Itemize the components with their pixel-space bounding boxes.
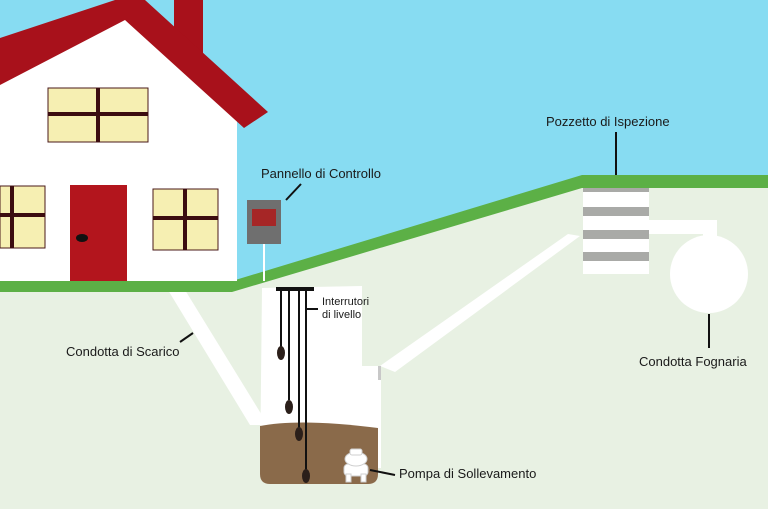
switch-bar — [276, 287, 314, 291]
leader-lift-pump — [369, 469, 396, 476]
label-discharge-pipe: Condotta di Scarico — [66, 344, 180, 359]
house — [0, 0, 268, 281]
well-band — [583, 207, 649, 216]
control-panel — [247, 200, 281, 244]
roof — [0, 0, 268, 128]
rising-pipe — [380, 234, 580, 372]
lift-pump — [343, 448, 369, 483]
sewer-pipe-section — [670, 235, 748, 313]
window — [152, 188, 219, 251]
window — [47, 87, 149, 143]
switch-float — [285, 400, 293, 414]
door-knob — [76, 234, 88, 242]
door — [70, 185, 127, 281]
label-lift-pump: Pompa di Sollevamento — [399, 466, 537, 481]
sewer-link-pipe — [645, 220, 717, 234]
well-band — [583, 230, 649, 239]
label-sewer-pipe: Condotta Fognaria — [639, 354, 747, 369]
well-band — [583, 252, 649, 261]
level-switches — [276, 287, 314, 483]
switch-float — [277, 346, 285, 360]
grass-line — [0, 175, 768, 292]
label-control-panel: Pannello di Controllo — [261, 166, 381, 181]
inspection-well — [583, 182, 649, 274]
label-inspection-well: Pozzetto di Ispezione — [546, 114, 670, 129]
label-level-switches-line1: Interrutori — [322, 296, 370, 308]
switch-float — [302, 469, 310, 483]
window — [0, 185, 46, 249]
leader-control-panel — [285, 183, 302, 201]
discharge-pipe — [168, 290, 268, 425]
panel-screen — [252, 209, 276, 226]
ground — [0, 181, 768, 509]
label-level-switches-line2: di livello — [322, 309, 362, 321]
leader-discharge-pipe — [179, 332, 194, 343]
switch-float — [295, 427, 303, 441]
